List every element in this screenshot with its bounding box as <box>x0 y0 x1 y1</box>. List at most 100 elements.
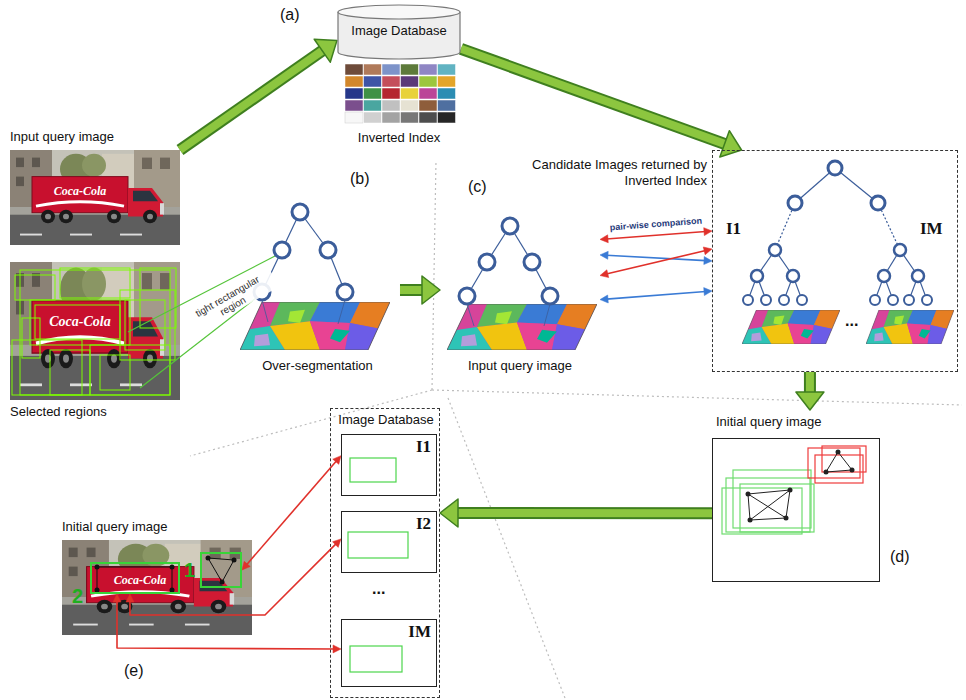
arrow-head <box>333 645 341 653</box>
matched-region <box>348 458 408 672</box>
proposal-cluster <box>748 490 790 494</box>
segmentation-tree <box>240 302 390 350</box>
index-grid <box>438 76 456 87</box>
candidate-tree <box>748 168 927 300</box>
index-grid <box>382 76 400 87</box>
region-rectangle <box>100 355 130 390</box>
candidate-tree <box>894 244 906 256</box>
proposal-cluster <box>722 446 866 534</box>
region-rectangle <box>22 318 40 358</box>
region-graph <box>97 567 98 590</box>
segmentation-tree <box>262 300 345 324</box>
leader-label: tight rectangular region <box>181 266 280 337</box>
proposal-cluster <box>826 452 838 472</box>
node-label: Candidate Images returned by Inverted In… <box>531 157 707 189</box>
division-line <box>190 160 962 698</box>
candidate-tree <box>797 295 807 305</box>
arrow-head <box>796 392 824 410</box>
node-label: Inverted Index <box>327 130 471 146</box>
database-image: IM <box>341 619 437 687</box>
arrow-head <box>600 295 608 303</box>
candidate-tree <box>751 270 763 282</box>
candidate-tree <box>912 270 924 282</box>
candidate-tree <box>904 295 914 305</box>
index-grid <box>419 112 437 123</box>
edge-label: pair-wise comparison <box>608 216 703 234</box>
region-graph <box>172 567 173 590</box>
index-grid <box>438 112 456 123</box>
image-index: IM <box>920 220 943 238</box>
flow-arrow <box>461 49 742 157</box>
region-rectangle <box>30 300 130 345</box>
image-frame <box>712 438 880 582</box>
index-grid <box>382 112 400 123</box>
query-tree: Input query image <box>440 205 600 377</box>
arrow-head <box>242 561 250 570</box>
arrow-line <box>606 291 705 299</box>
panel-letter: (a) <box>280 6 300 24</box>
query-tree <box>502 218 518 234</box>
candidate-tree <box>743 295 932 305</box>
comparison-arrow <box>113 594 341 653</box>
candidate-tree <box>866 310 954 344</box>
query-tree <box>467 304 550 326</box>
arrow-line <box>606 255 705 260</box>
query-tree <box>459 218 558 304</box>
candidate-tree <box>761 295 771 305</box>
cylinder-top <box>338 5 460 19</box>
street-photo <box>10 150 180 245</box>
arrow-outline <box>461 49 728 145</box>
arrow-line <box>454 509 712 517</box>
arrow-head <box>333 456 341 465</box>
panel-letter: (c) <box>468 178 487 196</box>
index-grid <box>364 88 382 99</box>
division-line <box>448 398 565 698</box>
division-line <box>432 160 436 390</box>
index-grid <box>364 76 382 87</box>
segmentation-tree <box>292 204 308 220</box>
proposal-cluster <box>836 450 841 455</box>
index-grid <box>419 76 437 87</box>
index-grid <box>364 64 382 75</box>
query-tree <box>524 254 540 270</box>
arrow-outline <box>180 49 325 150</box>
index-grid <box>382 64 400 75</box>
street-photo <box>62 540 252 635</box>
index-grid <box>401 88 419 99</box>
proposal-cluster <box>726 478 810 532</box>
node-label: I2 <box>416 513 431 534</box>
region-graph <box>170 588 175 593</box>
comparison-arrow <box>600 247 712 278</box>
query-tree <box>467 304 474 326</box>
proposal-cluster <box>826 470 852 472</box>
arrow-head <box>720 131 742 157</box>
index-grid <box>364 100 382 111</box>
index-grid <box>438 64 456 75</box>
node-label: Initial query image <box>716 414 822 430</box>
region-graph <box>220 580 225 585</box>
ellipsis: ... <box>372 580 385 598</box>
index-grid <box>345 64 363 75</box>
candidate-tree <box>828 161 842 175</box>
region-graph <box>208 558 222 582</box>
initial-query-box: Initial query image <box>712 410 880 582</box>
candidate-tree <box>788 196 802 210</box>
ellipsis: ... <box>845 312 858 330</box>
proposal-cluster <box>722 488 802 534</box>
candidate-tree <box>787 270 799 282</box>
flow-arrow <box>440 499 712 527</box>
index-grid <box>364 112 382 123</box>
node-label: Selected regions <box>10 404 107 420</box>
index-grid <box>419 64 437 75</box>
proposal-cluster <box>808 448 860 478</box>
region-graph <box>206 556 211 561</box>
segmentation-tree <box>262 300 268 322</box>
database-box: Image DatabaseI1I2IM <box>330 408 440 698</box>
region-rectangle <box>15 275 55 300</box>
candidate-tree <box>751 244 924 282</box>
proposal-cluster <box>784 516 789 521</box>
index-grid <box>401 64 419 75</box>
logo-text: Coca-Cola <box>45 183 115 199</box>
